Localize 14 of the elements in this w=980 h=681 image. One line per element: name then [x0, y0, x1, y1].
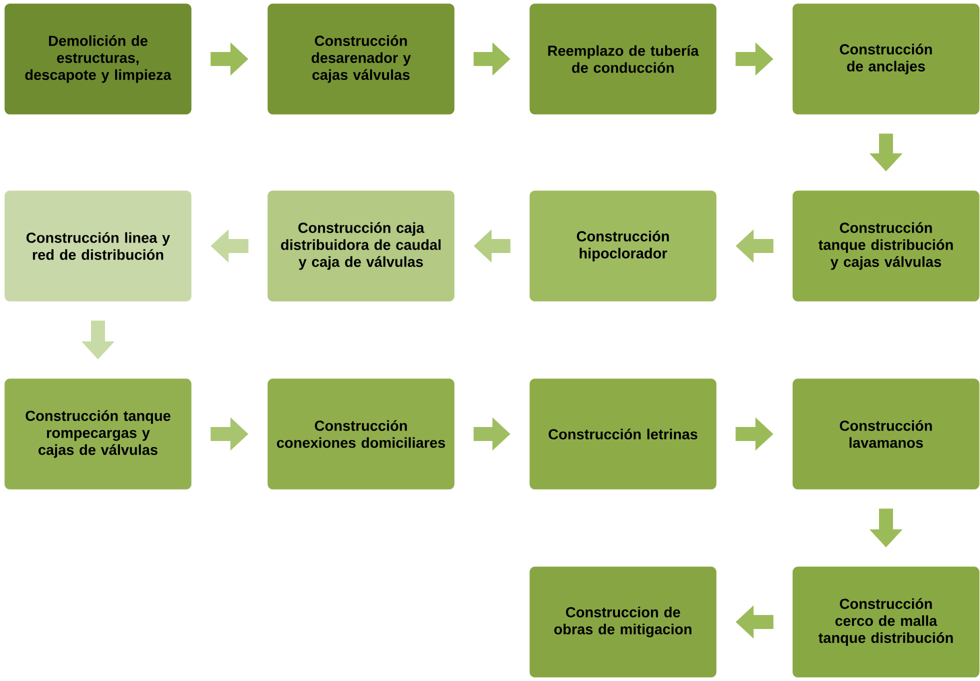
- process-box: Construccion de obras de mitigacion: [528, 565, 718, 679]
- process-box: Construcción tanque rompecargas y cajas de válvulas: [3, 377, 193, 491]
- process-box: Reemplazo de tubería de conducción: [528, 2, 718, 116]
- process-box: Construcción tanque distribución y cajas válvulas: [791, 189, 980, 303]
- process-box: Construcción hipoclorador: [528, 189, 718, 303]
- process-box: Construcción caja distribuidora de caudal y caja de válvulas: [266, 189, 456, 303]
- process-box: Construcción conexiones domiciliares: [266, 377, 456, 491]
- process-box: Construcción cerco de malla tanque distribución: [791, 565, 980, 679]
- process-box: Construcción lavamanos: [791, 377, 980, 491]
- process-box: Construcción letrinas: [528, 377, 718, 491]
- process-box: Construcción linea y red de distribución: [3, 189, 193, 303]
- process-box: Construcción desarenador y cajas válvulas: [266, 2, 456, 116]
- process-box: Demolición de estructuras, descapote y limpieza: [3, 2, 193, 116]
- process-box: Construcción de anclajes: [791, 2, 980, 116]
